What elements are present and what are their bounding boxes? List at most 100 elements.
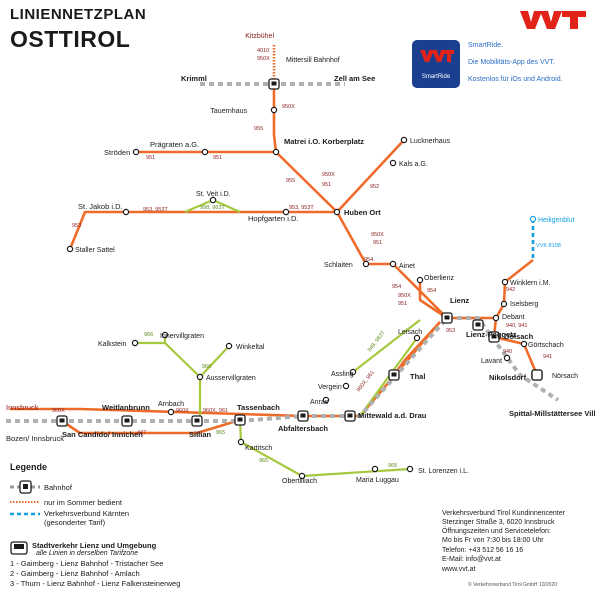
station-label-tassenbach[interactable]: Tassenbach	[237, 403, 280, 412]
station-label-lucknerhaus[interactable]: Lucknerhaus	[410, 138, 451, 145]
stop-node-innervillgraten[interactable]	[161, 331, 169, 339]
stop-node-winkeltal[interactable]	[225, 342, 233, 350]
station-label-kals[interactable]: Kals a.G.	[399, 161, 428, 168]
station-label-sillian[interactable]: Sillian	[189, 430, 212, 439]
app-line-2: Die Mobilitäts-App des VVT.	[468, 59, 555, 66]
station-label-kitzbuehel[interactable]: Kitzbühel	[245, 33, 274, 40]
station-label-lavant[interactable]: Lavant	[481, 358, 502, 365]
stop-node-staller[interactable]	[66, 245, 74, 253]
station-label-praegraten[interactable]: Prägraten a.G.	[150, 140, 199, 149]
station-label-ainet[interactable]: Ainet	[399, 263, 415, 270]
station-label-aussevillgraten[interactable]: Ausservillgraten	[206, 375, 256, 382]
contact-line-7[interactable]: www.vvt.at	[442, 566, 476, 573]
station-label-stlorenzen[interactable]: St. Lorenzen i.L.	[418, 468, 469, 475]
station-label-noersach[interactable]: Nörsach	[552, 373, 578, 380]
stop-node-kalkstein[interactable]	[131, 339, 139, 347]
station-label-thal[interactable]: Thal	[410, 372, 425, 381]
station-label-doelsach[interactable]: Dölsach	[504, 332, 534, 341]
stop-node-heiligenblut[interactable]	[529, 215, 537, 223]
stop-node-schlaiten[interactable]	[362, 260, 370, 268]
station-label-leisach[interactable]: Leisach	[398, 329, 422, 336]
station-label-krimml[interactable]: Krimml	[181, 74, 207, 83]
station-label-mittersill[interactable]: Mittersill Bahnhof	[286, 57, 340, 64]
stop-node-ainet[interactable]	[389, 260, 397, 268]
stop-node-kals[interactable]	[389, 159, 397, 167]
station-label-schlaiten[interactable]: Schlaiten	[324, 262, 353, 269]
station-label-hopfgarten[interactable]: Hopfgarten i.D.	[248, 214, 298, 223]
station-label-mittewald[interactable]: Mittewald a.d. Drau	[358, 411, 427, 420]
contact-line-5[interactable]: Telefon: +43 512 56 16 16	[442, 547, 524, 554]
station-label-debant[interactable]: Debant	[502, 314, 525, 321]
stop-node-debant[interactable]	[492, 314, 500, 322]
station-label-hubenort[interactable]: Huben Ort	[344, 208, 381, 217]
station-node-noersach[interactable]	[531, 369, 543, 381]
station-label-oberlienz[interactable]: Oberlienz	[424, 275, 454, 282]
station-label-vergein[interactable]: Vergein	[318, 384, 342, 391]
station-label-stroeden[interactable]: Ströden	[104, 148, 130, 157]
stop-node-kartitsch[interactable]	[237, 438, 245, 446]
stop-node-matrei[interactable]	[272, 148, 280, 156]
route-number-label: 965	[259, 458, 268, 464]
station-label-assling[interactable]: Assling	[331, 371, 354, 378]
station-node-lienz-window	[444, 315, 450, 320]
route-number-label: VVK 8108	[536, 243, 561, 249]
station-label-goertschach[interactable]: Görtschach	[528, 342, 564, 349]
station-label-abfaltersbach[interactable]: Abfaltersbach	[278, 424, 328, 433]
station-label-tauernhaus[interactable]: Tauernhaus	[210, 108, 247, 115]
smartride-app-icon[interactable]	[412, 40, 460, 88]
stop-node-hubenort[interactable]	[333, 208, 341, 216]
stop-node-assling[interactable]	[349, 368, 357, 376]
station-label-kartitsch[interactable]: Kartitsch	[245, 445, 272, 452]
stop-node-praegraten[interactable]	[201, 148, 209, 156]
stop-node-winklern[interactable]	[501, 278, 509, 286]
route-number-label: 951	[373, 240, 382, 246]
station-label-staller[interactable]: Staller Sattel	[75, 247, 115, 254]
station-label-lienzpeggetz[interactable]: Lienz-Peggetz	[466, 330, 517, 339]
station-label-anras[interactable]: Anras	[310, 399, 329, 406]
stop-node-marialuggau[interactable]	[371, 465, 379, 473]
stop-node-lavant[interactable]	[503, 354, 511, 362]
stop-node-lucknerhaus[interactable]	[400, 136, 408, 144]
station-label-innervillgraten[interactable]: Innervillgraten	[160, 333, 204, 340]
station-label-zell[interactable]: Zell am See	[334, 74, 375, 83]
contact-line-6[interactable]: E-Mail: info@vvt.at	[442, 556, 501, 563]
station-label-marialuggau[interactable]: Maria Luggau	[356, 477, 399, 484]
station-label-stjakob[interactable]: St. Jakob i.D.	[78, 202, 123, 211]
station-label-winkeltal[interactable]: Winkeltal	[236, 344, 265, 351]
stop-node-tauernhaus[interactable]	[270, 106, 278, 114]
stop-node-stroeden[interactable]	[132, 148, 140, 156]
stop-node-goertschach[interactable]	[520, 340, 528, 348]
city-title: Stadtverkehr Lienz und Umgebung	[32, 541, 157, 550]
stop-node-vergein[interactable]	[342, 382, 350, 390]
stop-node-obertilliach[interactable]	[298, 472, 306, 480]
stop-node-iselsberg[interactable]	[500, 300, 508, 308]
station-label-arnbach[interactable]: Arnbach	[158, 401, 184, 408]
stop-node-stveit[interactable]	[209, 196, 217, 204]
app-line-1[interactable]: SmartRide.	[468, 42, 504, 49]
station-label-iselsberg[interactable]: Iselsberg	[510, 301, 539, 308]
stop-node-leisach[interactable]	[413, 334, 421, 342]
station-label-kalkstein[interactable]: Kalkstein	[98, 341, 127, 348]
station-label-winklern[interactable]: Winklern i.M.	[510, 280, 551, 287]
station-label-bozen[interactable]: Bozen/ Innsbruck	[6, 434, 64, 443]
station-label-heiligenblut[interactable]: Heiligenblut	[538, 217, 575, 224]
stop-node-arnbach[interactable]	[167, 408, 175, 416]
station-label-sancandido[interactable]: San Candido/ Innichen	[62, 430, 143, 439]
stop-node-oberlienz[interactable]	[416, 276, 424, 284]
station-label-innsbruck[interactable]: Innsbruck	[6, 403, 39, 412]
route-number-label: 447	[137, 430, 146, 436]
stop-node-stjakob[interactable]	[122, 208, 130, 216]
station-label-nikolsdorf[interactable]: Nikolsdorf	[489, 373, 527, 382]
station-label-stveit[interactable]: St. Veit i.D.	[196, 191, 231, 198]
stop-node-anras[interactable]	[322, 396, 330, 404]
station-label-lienz[interactable]: Lienz	[450, 296, 469, 305]
vvt-logo-icon[interactable]	[520, 9, 586, 31]
station-label-spittal[interactable]: Spittal-Millstättersee Villach	[509, 409, 595, 418]
station-label-matrei[interactable]: Matrei i.O. Korberplatz	[284, 137, 364, 146]
station-label-obertilliach[interactable]: Obertilliach	[282, 478, 317, 485]
stop-node-hopfgarten[interactable]	[282, 208, 290, 216]
stop-node-aussevillgraten[interactable]	[196, 373, 204, 381]
station-label-weitlanbrunn[interactable]: Weitlanbrunn	[102, 403, 150, 412]
stop-node-stlorenzen[interactable]	[406, 465, 414, 473]
railway-line-1	[6, 414, 304, 423]
